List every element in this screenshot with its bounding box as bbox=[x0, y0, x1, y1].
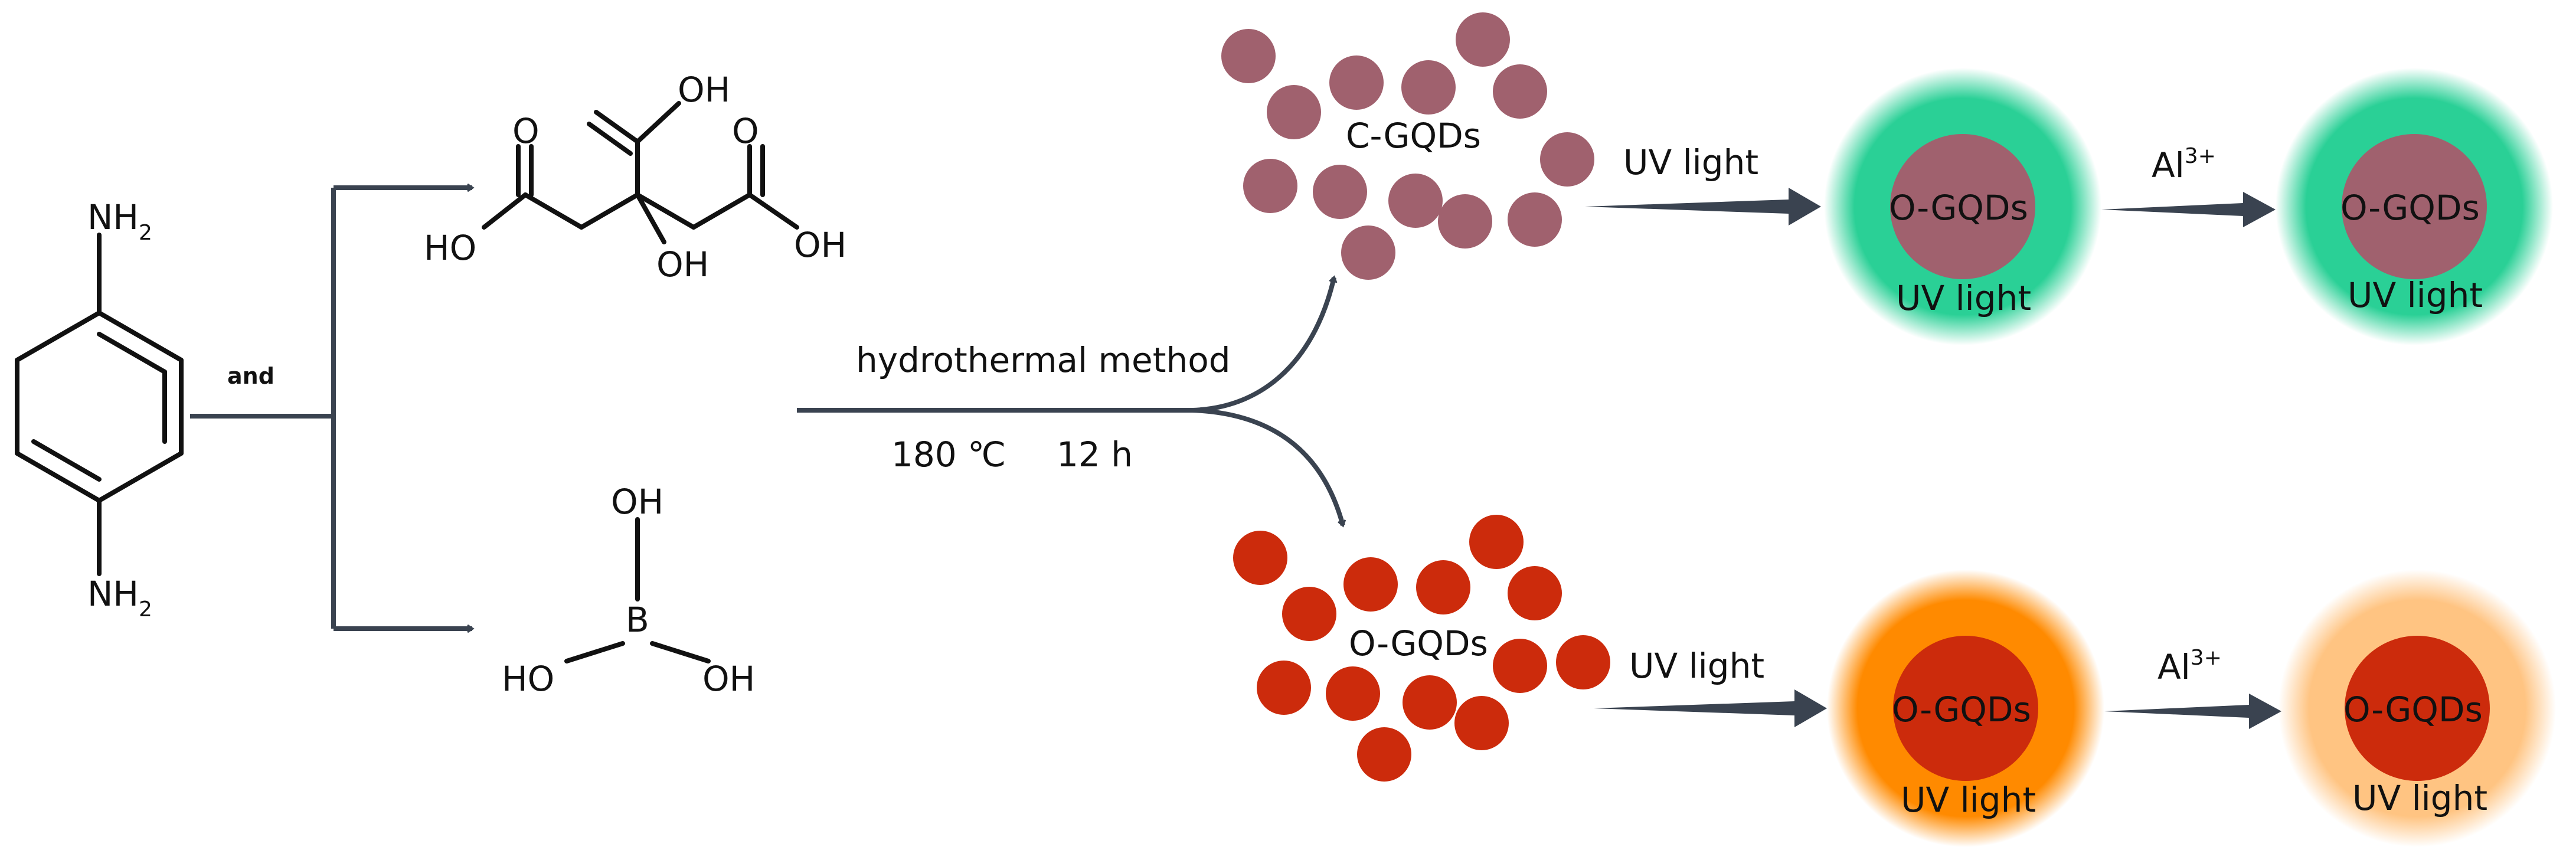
bottom-al-arrow-label: Al3+ bbox=[2157, 646, 2222, 687]
o-gqd-particle bbox=[1233, 531, 1287, 585]
aromatic-double-bond bbox=[97, 332, 167, 374]
top-green-qd-1: O-GQDs UV light bbox=[1824, 68, 2101, 345]
o-gqd-particle bbox=[1556, 635, 1610, 689]
o-gqd-particle bbox=[1469, 515, 1524, 569]
o-gqd-particle bbox=[1257, 661, 1311, 715]
benzene-ring bbox=[15, 310, 184, 503]
c-gqds-label: C-GQDs bbox=[1346, 116, 1481, 156]
aromatic-double-bond bbox=[31, 439, 102, 482]
o-gqd-particle bbox=[1326, 666, 1380, 721]
top-uv-arrow-label: UV light bbox=[1623, 142, 1758, 182]
c-gqd-particle bbox=[1341, 225, 1395, 280]
o-gqd-particle bbox=[1454, 696, 1509, 750]
top-qd1-caption: UV light bbox=[1896, 278, 2031, 318]
o-gqd-particle bbox=[1403, 675, 1457, 730]
top-green-qd-2: O-GQDs UV light bbox=[2276, 68, 2553, 345]
o-gqd-core bbox=[1893, 636, 2038, 781]
temperature-label: 180 ℃ bbox=[891, 434, 1006, 475]
citric-carbonyl-o-left: O bbox=[512, 111, 540, 151]
top-qd1-core-label: O-GQDs bbox=[1889, 188, 2028, 228]
boric-ho-left: HO bbox=[502, 659, 554, 699]
citric-oh-center: OH bbox=[656, 244, 709, 285]
time-label: 12 h bbox=[1057, 434, 1133, 475]
top-uv-arrow: UV light bbox=[1585, 142, 1821, 225]
bottom-qd2-core-label: O-GQDs bbox=[2343, 689, 2483, 730]
boron-atom: B bbox=[626, 600, 649, 640]
citric-carbonyl-o-right: O bbox=[732, 111, 759, 151]
c-gqd-particle bbox=[1388, 174, 1443, 228]
amine-label-bottom: NH2 bbox=[87, 574, 152, 622]
c-gqd-particle bbox=[1508, 192, 1562, 247]
c-gqd-particle bbox=[1493, 64, 1547, 119]
bottom-al-arrow: Al3+ bbox=[2104, 646, 2281, 729]
c-gqd-core bbox=[1890, 134, 2035, 279]
bottom-uv-arrow-label: UV light bbox=[1629, 646, 1764, 686]
bottom-uv-arrow: UV light bbox=[1594, 646, 1827, 727]
top-al-arrow: Al3+ bbox=[2101, 144, 2276, 227]
citric-oh-right: OH bbox=[794, 225, 846, 265]
and-label: and bbox=[227, 363, 274, 389]
top-qd2-core-label: O-GQDs bbox=[2340, 188, 2480, 228]
o-gqd-particle bbox=[1343, 557, 1398, 612]
top-qd2-caption: UV light bbox=[2348, 275, 2483, 315]
o-gqd-particle bbox=[1493, 639, 1547, 693]
c-gqd-particle bbox=[1313, 165, 1367, 219]
c-gqd-particle bbox=[1401, 60, 1456, 115]
citric-ho-left: HO bbox=[424, 228, 476, 268]
bottom-qd1-caption: UV light bbox=[1901, 780, 2036, 820]
boric-acid-structure: OH B HO OH bbox=[502, 482, 755, 699]
bottom-qd2-caption: UV light bbox=[2352, 778, 2487, 818]
c-gqd-particle bbox=[1221, 29, 1276, 83]
o-gqds-cluster bbox=[1233, 515, 1610, 782]
c-gqd-particle bbox=[1329, 55, 1384, 110]
c-gqds-cluster bbox=[1221, 12, 1594, 280]
hydrothermal-step: hydrothermal method 180 ℃ 12 h bbox=[797, 277, 1343, 525]
hydrothermal-method-label: hydrothermal method bbox=[856, 340, 1231, 380]
o-gqd-particle bbox=[1357, 727, 1411, 782]
c-gqd-particle bbox=[1243, 159, 1297, 213]
o-gqds-cluster-label: O-GQDs bbox=[1349, 623, 1488, 663]
boric-oh-top: OH bbox=[611, 482, 663, 522]
boric-oh-right: OH bbox=[702, 659, 755, 699]
o-gqd-particle bbox=[1416, 560, 1470, 614]
c-gqd-core bbox=[2342, 134, 2487, 279]
c-gqd-particle bbox=[1267, 85, 1321, 139]
c-gqd-particle bbox=[1456, 12, 1510, 67]
amine-label-top: NH2 bbox=[87, 197, 152, 245]
citric-acid-structure: OH O O HO OH OH bbox=[424, 70, 846, 285]
o-gqd-particle bbox=[1282, 587, 1336, 641]
c-gqd-particle bbox=[1438, 194, 1492, 249]
bottom-qd1-core-label: O-GQDs bbox=[1892, 689, 2031, 730]
reactant-connector bbox=[190, 188, 472, 629]
p-phenylenediamine-structure: NH2 NH2 bbox=[15, 197, 184, 622]
c-gqd-particle bbox=[1540, 132, 1594, 187]
o-gqd-particle bbox=[1508, 566, 1562, 620]
bottom-orange-qd-1: O-GQDs UV light bbox=[1827, 570, 2104, 847]
o-gqd-core bbox=[2345, 636, 2490, 781]
top-al-arrow-label: Al3+ bbox=[2152, 144, 2216, 185]
bottom-pale-qd-2: O-GQDs UV light bbox=[2278, 570, 2556, 847]
citric-oh-top: OH bbox=[678, 70, 730, 110]
